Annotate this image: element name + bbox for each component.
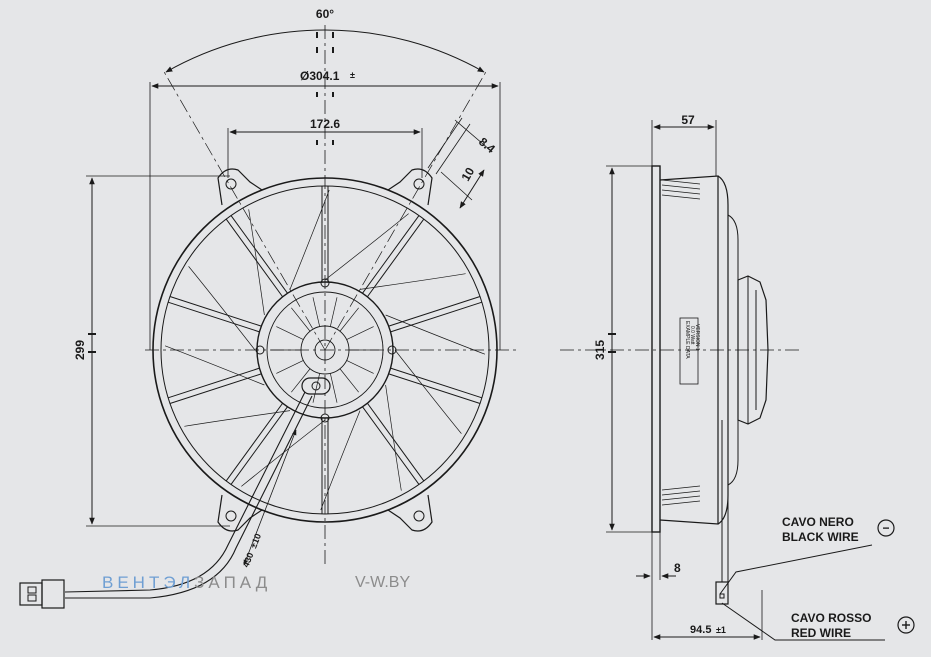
cable-gland <box>301 377 331 395</box>
outer-diameter-label: Ø304.1 <box>300 69 340 83</box>
svg-text:VERSION 1: VERSION 1 <box>694 324 700 351</box>
angle-label: 60° <box>316 7 334 21</box>
red-wire-label-it: CAVO ROSSO <box>791 611 871 625</box>
outer-diameter-tolerance: ± <box>350 70 355 80</box>
blade-edge <box>394 349 462 434</box>
blade-edge <box>324 213 409 281</box>
black-wire-leader <box>719 544 873 595</box>
side-height-label: 315 <box>593 340 607 360</box>
side-wire-connector <box>715 581 729 605</box>
hub-screw-left <box>255 345 265 355</box>
hub-rib <box>312 297 321 327</box>
hub-rib <box>329 373 338 403</box>
spoke-line <box>388 373 481 405</box>
svg-text:0.0 Watt: 0.0 Watt <box>689 326 695 345</box>
mount-tab-bottom-left <box>217 494 263 532</box>
slot-width-label: 8.4 <box>476 135 498 157</box>
spoke-line <box>366 402 425 482</box>
height-label: 299 <box>73 340 87 360</box>
angle-arc <box>165 29 485 73</box>
side-rib <box>661 490 701 496</box>
red-wire-label-en: RED WIRE <box>791 626 851 640</box>
side-view <box>560 120 915 641</box>
depth-label: 57 <box>681 113 695 127</box>
spoke-line <box>169 373 262 405</box>
side-label-text: EXAMPLE DATA 0.0 Watt VERSION 1 <box>684 321 700 359</box>
negative-symbol: − <box>882 521 889 535</box>
side-rib <box>661 500 701 506</box>
hub-rib <box>346 326 374 340</box>
side-rib <box>661 179 701 185</box>
hub-rib <box>339 368 359 393</box>
motor-hub <box>256 281 394 419</box>
tab-depth-label: 10 <box>458 165 477 184</box>
hole-spacing-label: 172.6 <box>310 117 340 131</box>
hub-rib <box>346 360 374 374</box>
fan-blades <box>164 189 486 511</box>
cable-length-label: 430 ±10 <box>241 532 264 569</box>
black-wire-label-it: CAVO NERO <box>782 515 854 529</box>
spoke-line <box>225 402 284 482</box>
spoke-line <box>169 295 262 327</box>
spoke-line <box>362 215 420 294</box>
hub-screw-top <box>320 278 330 288</box>
blade-edge <box>385 384 402 491</box>
hub-rib <box>329 297 338 327</box>
hub-screw-bottom <box>320 413 330 423</box>
spoke-line <box>230 215 288 294</box>
spoke-line <box>167 367 260 399</box>
blade-edge <box>320 410 361 511</box>
side-rib <box>661 189 701 195</box>
mount-tab-top-right <box>387 168 433 206</box>
hub-rib <box>291 307 311 332</box>
blade-edge <box>164 345 265 386</box>
blade-edge <box>289 189 330 290</box>
hub-rib <box>276 326 304 340</box>
side-label <box>679 317 699 385</box>
cable <box>64 391 306 593</box>
red-wire-leader <box>721 602 885 641</box>
side-rib <box>661 495 701 501</box>
black-wire-label-en: BLACK WIRE <box>782 530 859 544</box>
outer-ring <box>152 177 498 523</box>
side-rib <box>661 194 701 200</box>
spoke-line <box>230 406 288 485</box>
side-rib <box>661 184 701 190</box>
watermark-brand: ВЕНТЭЛЗАПАД <box>102 573 271 592</box>
front-view <box>19 25 520 609</box>
spoke-line <box>390 301 483 333</box>
blade-edge <box>359 273 466 290</box>
mount-tab-top-left <box>217 168 263 206</box>
mount-tab-bottom-right <box>387 494 433 532</box>
watermark-url: V-W.BY <box>355 574 410 591</box>
blade-edge <box>188 266 256 351</box>
side-rib <box>661 485 701 491</box>
spoke-line <box>362 406 420 485</box>
connector <box>19 582 43 606</box>
svg-text:EXAMPLE DATA: EXAMPLE DATA <box>684 321 690 359</box>
hub-rib <box>291 368 311 393</box>
hub-screw-right <box>387 345 397 355</box>
flange-label: 8 <box>674 561 681 575</box>
hub-rib <box>276 360 304 374</box>
total-depth-label: 94.5 ±1 <box>690 624 726 636</box>
blade-edge <box>385 314 486 355</box>
frame-flange <box>651 165 661 533</box>
blade-edge <box>184 410 291 427</box>
spoke-line <box>388 295 481 327</box>
blade-edge <box>248 209 265 316</box>
hub-rib <box>339 307 359 332</box>
side-motor <box>737 275 769 425</box>
support-spokes <box>167 186 483 514</box>
spoke-line <box>225 218 284 298</box>
spoke-line <box>167 301 260 333</box>
spoke-line <box>366 218 425 298</box>
spoke-line <box>390 367 483 399</box>
